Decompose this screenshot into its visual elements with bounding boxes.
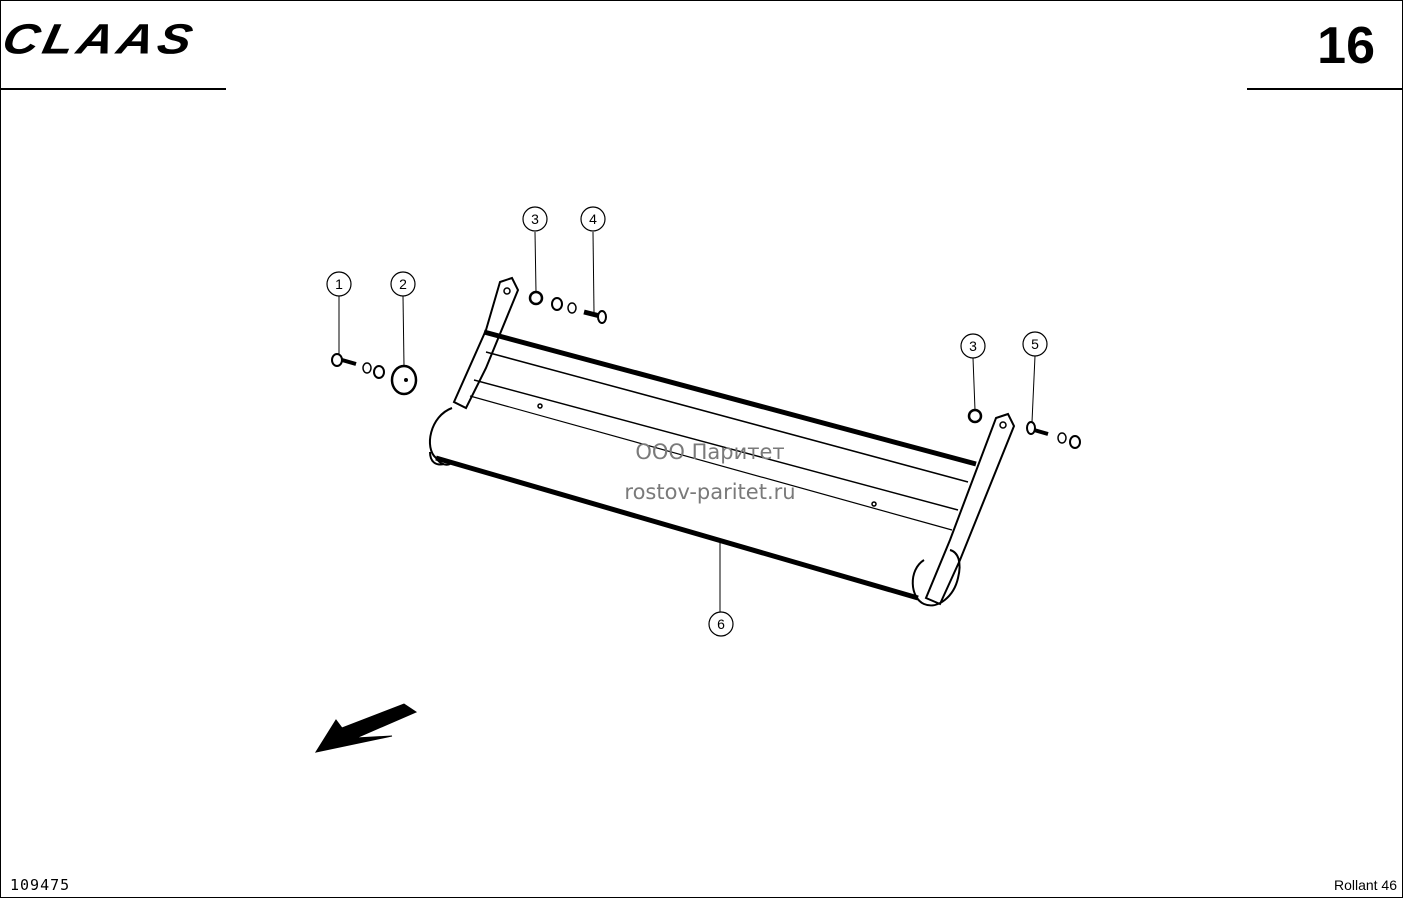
watermark-url: rostov-paritet.ru xyxy=(624,480,796,504)
callout-3-right: 3 xyxy=(960,333,986,359)
logo-underline xyxy=(0,88,226,90)
top-fastener-set xyxy=(528,290,607,324)
svg-text:3: 3 xyxy=(531,211,539,227)
watermark-company: ООО Паритет xyxy=(635,440,785,464)
model-name: Rollant 46 xyxy=(1333,877,1397,893)
page-number-underline xyxy=(1247,88,1403,90)
leader-lines xyxy=(338,231,1036,612)
svg-text:2: 2 xyxy=(399,276,407,292)
callout-5: 5 xyxy=(1022,331,1048,357)
svg-text:4: 4 xyxy=(589,211,597,227)
callout-3-top: 3 xyxy=(522,206,548,232)
svg-text:1: 1 xyxy=(335,276,343,292)
right-fastener-set xyxy=(967,408,1081,449)
direction-arrow-icon xyxy=(314,703,418,753)
deflector-plate xyxy=(428,276,1016,607)
left-fastener-set xyxy=(331,353,418,396)
svg-text:3: 3 xyxy=(969,338,977,354)
svg-text:6: 6 xyxy=(717,616,725,632)
svg-text:5: 5 xyxy=(1031,336,1039,352)
drawing-number: 109475 xyxy=(10,876,71,894)
callout-1: 1 xyxy=(326,271,352,297)
callout-4: 4 xyxy=(580,206,606,232)
page-number: 16 xyxy=(1317,17,1375,75)
callout-2: 2 xyxy=(390,271,416,297)
callout-6: 6 xyxy=(708,611,734,637)
